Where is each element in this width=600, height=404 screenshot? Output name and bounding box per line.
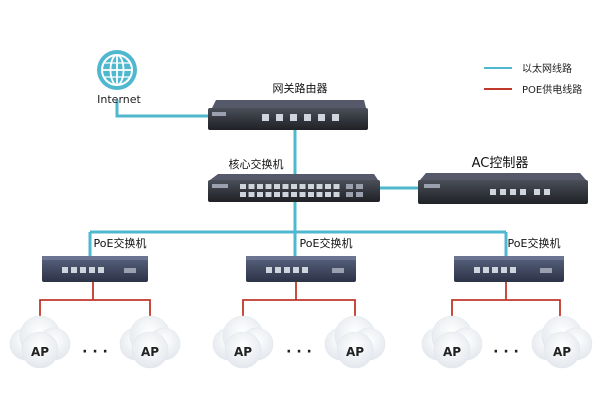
core-switch-port xyxy=(299,192,306,197)
legend: 以太网线路 POE供电线路 xyxy=(484,62,582,96)
ap-ellipsis: · · · xyxy=(286,344,312,360)
ap-ellipsis: · · · xyxy=(82,344,108,360)
poe-switch-1: PoE交换机 xyxy=(42,236,148,282)
core-switch-port xyxy=(299,184,306,189)
core-switch-uplink-port xyxy=(346,184,353,189)
ethernet-links xyxy=(88,100,508,256)
core-switch-port xyxy=(316,184,323,189)
core-switch-port xyxy=(325,192,331,197)
ap-label: AP xyxy=(31,345,49,359)
legend-ethernet-label: 以太网线路 xyxy=(522,62,572,75)
core-switch-port xyxy=(333,184,340,189)
ap-ellipsis: · · · xyxy=(493,344,519,360)
internet-node: Internet xyxy=(97,50,142,106)
internet-to-router-link xyxy=(115,100,208,118)
core-switch-uplink-port xyxy=(356,184,363,189)
poe-switch-label: PoE交换机 xyxy=(300,236,353,250)
gateway-router: 网关路由器 xyxy=(208,81,368,130)
ac-controller-label: AC控制器 xyxy=(472,156,529,171)
poe-links xyxy=(39,282,561,318)
core-switch-port xyxy=(282,192,289,197)
poe-switch-3: PoE交换机 xyxy=(454,236,564,282)
core-switch-label: 核心交换机 xyxy=(229,157,284,171)
core-switch-port xyxy=(240,184,246,189)
access-point: AP xyxy=(119,315,181,369)
core-switch-port xyxy=(257,184,263,189)
ap-label: AP xyxy=(553,345,571,359)
core-switch-port xyxy=(316,192,323,197)
core-switch-port xyxy=(248,184,255,189)
legend-poe-label: POE供电线路 xyxy=(522,83,582,96)
core-switch: 核心交换机 xyxy=(208,157,380,202)
internet-label: Internet xyxy=(97,93,141,106)
core-switch-uplink-port xyxy=(356,192,363,197)
access-point: AP xyxy=(9,315,71,369)
core-switch-port xyxy=(291,192,297,197)
core-switch-port xyxy=(248,192,255,197)
access-point: AP xyxy=(421,315,483,369)
ap-label: AP xyxy=(443,345,461,359)
core-switch-port xyxy=(240,192,246,197)
core-switch-port xyxy=(265,184,272,189)
access-point: AP xyxy=(212,315,274,369)
poe-switch-2: PoE交换机 xyxy=(246,236,356,282)
ap-ellipses: · · · · · · · · · xyxy=(82,344,519,360)
core-switch-port xyxy=(333,192,340,197)
core-switch-port xyxy=(257,192,263,197)
access-points: AP AP AP AP AP AP xyxy=(9,315,593,369)
poe-switch-label: PoE交换机 xyxy=(508,236,561,250)
router-label: 网关路由器 xyxy=(273,81,328,95)
core-switch-port xyxy=(282,184,289,189)
ac-controller: AC控制器 xyxy=(418,156,588,204)
core-switch-port xyxy=(274,184,280,189)
core-switch-ports xyxy=(240,184,363,197)
core-switch-port xyxy=(325,184,331,189)
core-switch-port xyxy=(308,184,314,189)
ap-label: AP xyxy=(141,345,159,359)
ap-label: AP xyxy=(234,345,252,359)
core-switch-port xyxy=(274,192,280,197)
core-switch-port xyxy=(265,192,272,197)
ap-label: AP xyxy=(346,345,364,359)
core-switch-uplink-port xyxy=(346,192,353,197)
access-point: AP xyxy=(531,315,593,369)
core-switch-port xyxy=(291,184,297,189)
poe-switch-label: PoE交换机 xyxy=(94,236,147,250)
core-switch-port xyxy=(308,192,314,197)
access-point: AP xyxy=(324,315,386,369)
globe-icon xyxy=(97,50,137,90)
